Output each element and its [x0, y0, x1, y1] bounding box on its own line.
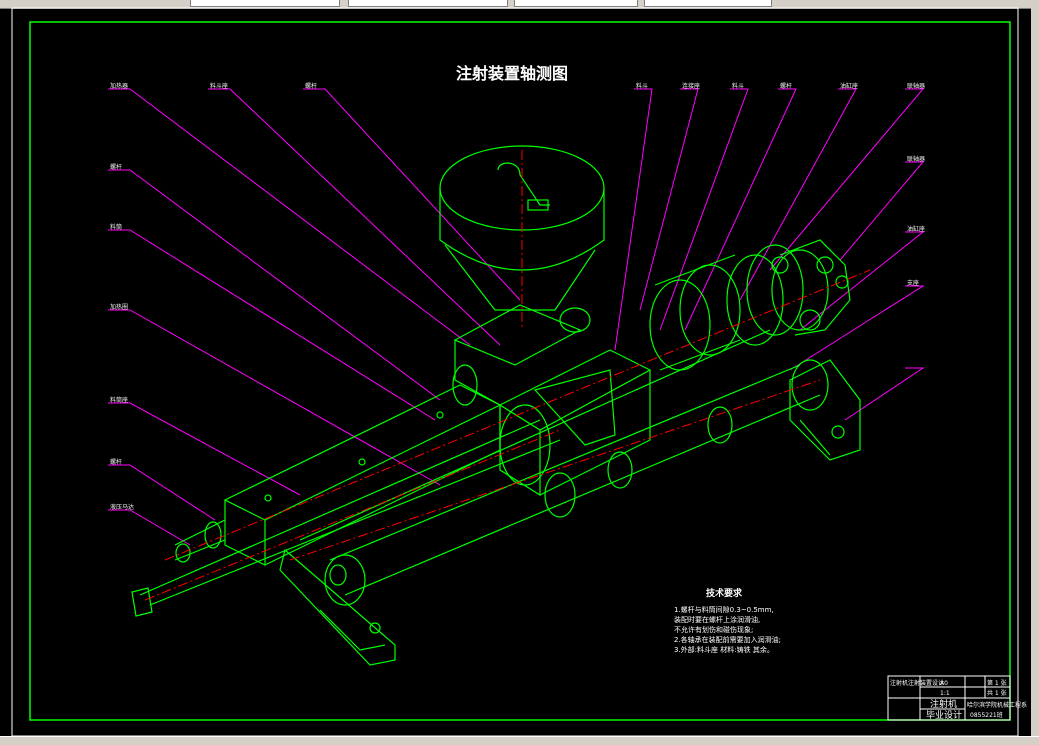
- injection-unit-drawing: [131, 145, 861, 666]
- vertical-scrollbar[interactable]: [1031, 8, 1039, 736]
- tech-line-2: 装配时要在螺杆上涂润滑油,: [674, 615, 760, 624]
- center-lines: [144, 150, 871, 601]
- tb-sheet: 1:1: [940, 690, 950, 697]
- status-bar: [0, 736, 1039, 745]
- tb-scale: A0: [940, 680, 948, 687]
- linetype-dropdown[interactable]: [514, 0, 638, 7]
- tb-sheet-no: 第 1 张: [987, 679, 1007, 687]
- tech-line-5: 3.外部:料斗座 材料:铸铁 其余。: [674, 645, 774, 654]
- right-labels: 联轴器 油缸座 支座: [907, 155, 925, 287]
- label-left-1: 螺杆: [110, 163, 122, 171]
- paper-outline: [11, 7, 1019, 736]
- label-top-2: 料斗: [636, 82, 648, 90]
- label-left-2: 料筒: [110, 223, 122, 231]
- lineweight-dropdown[interactable]: [644, 0, 772, 7]
- tb-total: 共 1 张: [987, 689, 1007, 697]
- label-right-1: 油缸座: [907, 225, 925, 233]
- technical-requirements: 技术要求 1.螺杆与料筒间隙0.3~0.5mm, 装配时要在螺杆上涂润滑油, 不…: [674, 587, 781, 654]
- drawing-frame: [29, 21, 1011, 721]
- top-labels: 料斗座 螺杆 料斗 连接座 料斗 螺杆 油缸座 联轴器: [210, 82, 925, 90]
- color-dropdown[interactable]: [348, 0, 508, 7]
- label-left-3: 加热圈: [110, 303, 128, 311]
- label-left-6: 液压马达: [110, 503, 134, 511]
- tb-name: 注射机: [930, 698, 957, 710]
- label-left-0: 加热器: [110, 82, 128, 90]
- leader-lines: [108, 88, 925, 546]
- label-left-4: 料筒座: [110, 396, 128, 404]
- label-right-0: 联轴器: [907, 155, 925, 163]
- label-top-1: 螺杆: [305, 82, 317, 90]
- label-top-3: 连接座: [682, 82, 700, 90]
- label-left-5: 螺杆: [110, 458, 122, 466]
- label-top-4: 料斗: [732, 82, 744, 90]
- label-top-6: 油缸座: [840, 82, 858, 90]
- label-right-2: 支座: [907, 279, 919, 287]
- label-top-0: 料斗座: [210, 82, 228, 90]
- tech-line-3: 不允许有划伤和碰伤现象;: [674, 625, 753, 634]
- tb-number: 0855221班: [970, 711, 1003, 719]
- layer-dropdown[interactable]: [190, 0, 340, 7]
- title-block: 注射机注射装置设计 A0 第 1 张 1:1 共 1 张 注射机 毕业设计 哈尔…: [887, 675, 1027, 721]
- tech-title: 技术要求: [706, 587, 743, 599]
- tb-company: 注射机注射装置设计: [890, 679, 944, 687]
- tech-line-4: 2.各轴承在装配前需要加入润滑油;: [674, 635, 781, 644]
- drawing-title: 注射装置轴测图: [456, 64, 568, 83]
- tb-type: 毕业设计: [926, 709, 962, 721]
- label-top-7: 联轴器: [907, 82, 925, 90]
- tech-line-1: 1.螺杆与料筒间隙0.3~0.5mm,: [674, 605, 774, 614]
- tb-school: 哈尔滨学院机械工程系: [967, 701, 1027, 709]
- left-labels: 加热器 螺杆 料筒 加热圈 料筒座 螺杆 液压马达: [110, 82, 134, 511]
- label-top-5: 螺杆: [780, 82, 792, 90]
